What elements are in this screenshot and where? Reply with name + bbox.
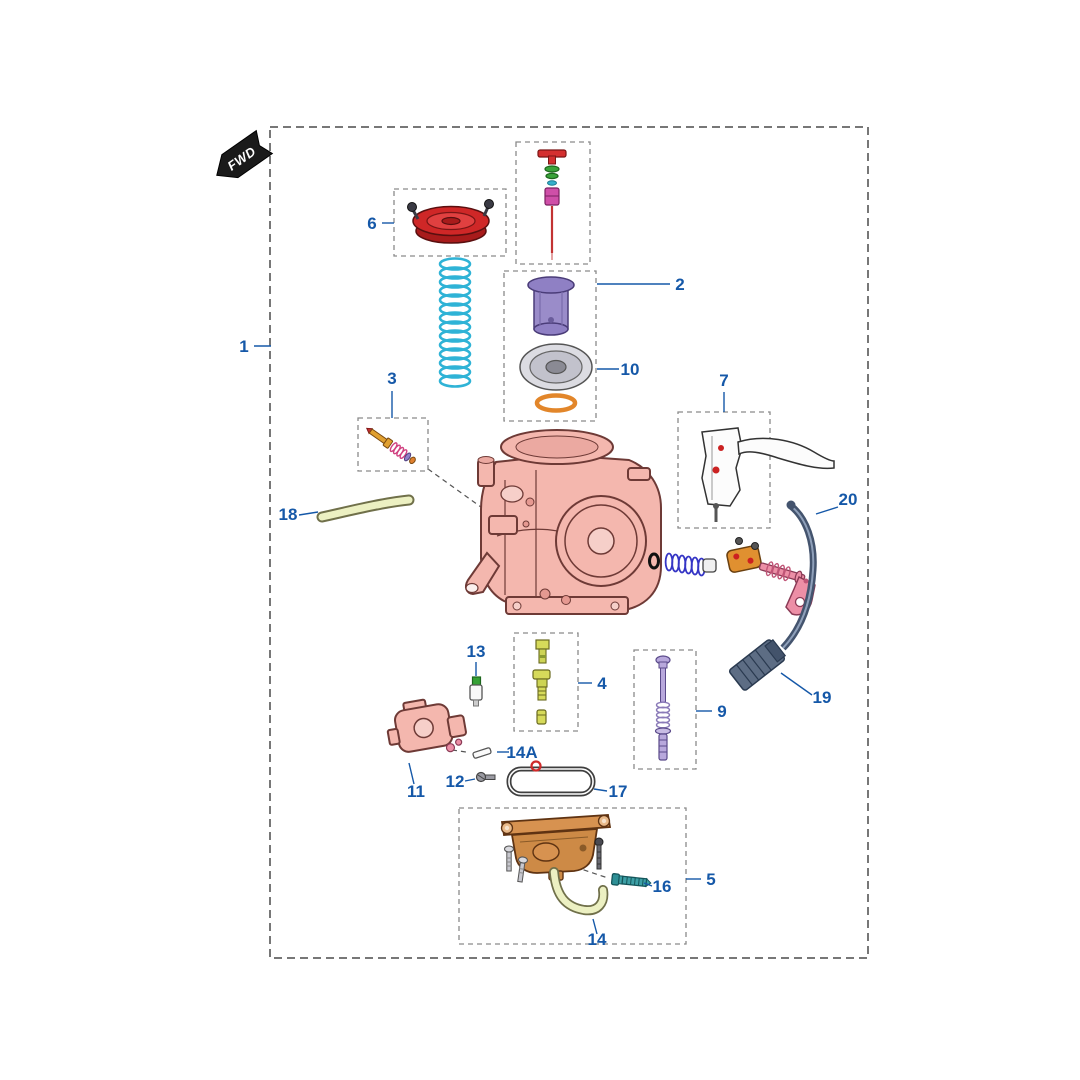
part-label-20[interactable]: 20	[839, 490, 858, 509]
drain-hose	[549, 867, 609, 916]
slide-spring	[438, 257, 472, 388]
part-2-slide-box	[503, 270, 597, 422]
part-label-17[interactable]: 17	[609, 782, 628, 801]
part-label-16[interactable]: 16	[653, 877, 672, 896]
jet-set	[532, 639, 551, 725]
jet-needle-set	[537, 149, 567, 260]
part-3-box	[357, 417, 429, 472]
sensor-screw	[475, 771, 496, 783]
bowl-screw-2	[517, 856, 529, 883]
carburetor-body	[464, 429, 662, 616]
drain-screw-set	[654, 655, 672, 761]
part-label-5[interactable]: 5	[706, 870, 715, 889]
gasket-oring	[530, 760, 542, 772]
bowl-gasket	[506, 760, 596, 797]
part-5-box	[458, 807, 687, 945]
pilot-screw-spring	[389, 442, 408, 459]
part-label-6[interactable]: 6	[367, 214, 376, 233]
part-label-10[interactable]: 10	[621, 360, 640, 379]
plunger-spring	[664, 552, 706, 577]
vacuum-piston-assembly	[519, 276, 593, 413]
choke-plate	[726, 545, 762, 573]
leader-12	[464, 778, 476, 782]
part-label-13[interactable]: 13	[467, 642, 486, 661]
leader-16	[643, 882, 653, 887]
bowl-screw-1	[503, 845, 515, 872]
part-label-11[interactable]: 11	[407, 782, 425, 801]
part-label-9[interactable]: 9	[717, 702, 726, 721]
leader-11	[408, 762, 415, 785]
starter-cable	[728, 500, 817, 691]
leader-20	[815, 506, 839, 515]
pilot-air-jet	[469, 676, 483, 707]
part-9-box	[633, 649, 697, 770]
leader-17	[593, 788, 608, 792]
cable-connector	[728, 639, 787, 691]
leader-14	[592, 918, 598, 935]
leader-19	[780, 672, 813, 696]
part-label-1[interactable]: 1	[239, 337, 248, 356]
callout-labels: 1 6 2 10 3 18 7 20 19 13 4 9 11 12 14A 1…	[239, 214, 857, 949]
leader-drain-screw	[574, 866, 609, 879]
leader-pin	[451, 749, 467, 753]
cable-bracket	[701, 427, 835, 522]
leader-18	[298, 511, 319, 516]
diagram-frame	[269, 126, 869, 959]
part-label-2[interactable]: 2	[675, 275, 684, 294]
part-4-box	[513, 632, 579, 732]
part-label-3[interactable]: 3	[387, 369, 396, 388]
float-pin	[472, 747, 492, 759]
plunger-oring	[648, 552, 660, 570]
bowl-screw-3	[594, 837, 604, 870]
part-label-12[interactable]: 12	[446, 772, 465, 791]
plunger-body	[702, 558, 717, 573]
float-bowl-group	[500, 814, 652, 916]
plate-screw-2	[751, 542, 759, 550]
part-label-14a[interactable]: 14A	[506, 743, 537, 762]
piston-oring	[534, 393, 578, 413]
drain-screw-spring	[655, 701, 671, 729]
fwd-arrow-icon	[216, 129, 274, 179]
drain-screw	[610, 873, 652, 888]
throttle-sensor	[386, 698, 467, 753]
diaphragm-cover	[407, 199, 494, 244]
part-label-14[interactable]: 14	[588, 930, 607, 949]
part-label-7[interactable]: 7	[719, 371, 728, 390]
cover-screw-right	[482, 199, 494, 217]
bracket-lever-arm	[737, 437, 835, 470]
pilot-screw-set	[365, 427, 416, 465]
part-label-19[interactable]: 19	[813, 688, 832, 707]
starter-plunger-set	[648, 537, 816, 616]
callout-leader-lines	[254, 222, 839, 935]
vent-hose	[316, 494, 415, 523]
cover-screw-left	[407, 202, 420, 220]
plate-screw-1	[735, 537, 743, 545]
part-label-4[interactable]: 4	[597, 674, 607, 693]
fwd-marker: FWD	[216, 129, 274, 179]
part-label-18[interactable]: 18	[279, 505, 298, 524]
part-2-needle-box	[515, 141, 591, 265]
